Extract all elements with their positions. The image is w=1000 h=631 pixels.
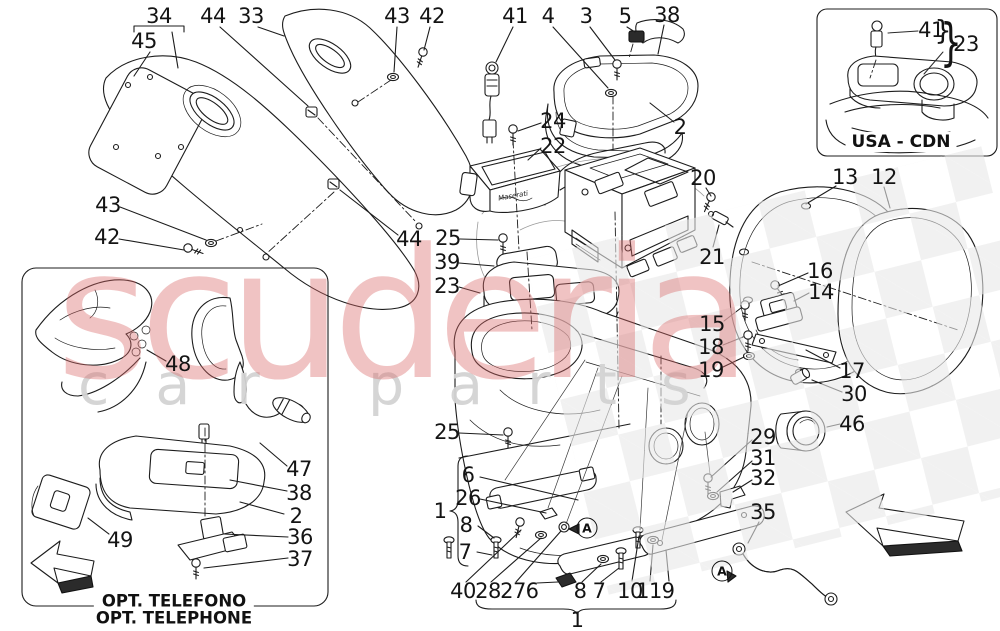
group-brackets <box>133 25 677 615</box>
opt-telephone-label: OPT. TELEPHONE <box>87 608 261 628</box>
direction-arrow-right <box>845 493 965 557</box>
sim-card <box>31 474 91 530</box>
knob-46 <box>775 410 826 452</box>
radio-unit <box>564 147 698 278</box>
view-marker-a-center: A <box>576 517 598 539</box>
inset-brace-large: } <box>940 13 962 73</box>
usa-cdn-box <box>816 8 998 157</box>
sensor-21 <box>707 210 734 228</box>
lid-telephone-kit <box>95 435 266 580</box>
telephone-option-box <box>21 267 329 607</box>
lighter-part <box>482 61 500 144</box>
inset-brace-small: } <box>934 15 952 47</box>
storage-bag <box>35 279 153 413</box>
armrest-lid <box>544 19 699 171</box>
panel-12 <box>837 208 984 395</box>
panel-33 <box>281 8 474 216</box>
direction-arrow-left <box>30 540 95 594</box>
inset-cup-tray <box>847 55 978 121</box>
panel-34 <box>88 55 423 310</box>
phone-earpiece <box>191 296 311 447</box>
earth-cable <box>732 542 838 606</box>
usa-cdn-label: USA - CDN <box>845 132 957 152</box>
opt-telefono-label: OPT. TELEFONO <box>93 591 255 611</box>
view-marker-a-right: A <box>711 560 733 582</box>
